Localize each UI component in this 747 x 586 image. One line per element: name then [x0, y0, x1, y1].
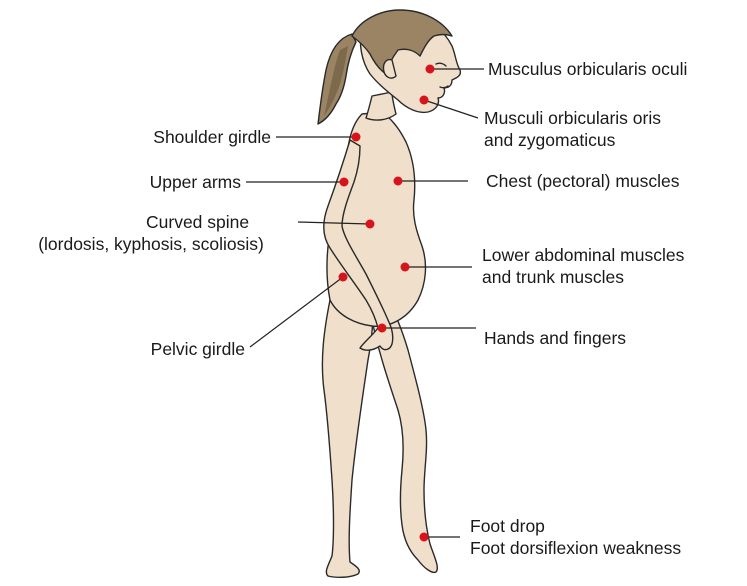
- label-chest: Chest (pectoral) muscles: [486, 170, 680, 192]
- label-shoulder-girdle-text: Shoulder girdle: [153, 127, 271, 147]
- label-pelvic-girdle: Pelvic girdle: [151, 338, 245, 360]
- label-upper-arms-text: Upper arms: [149, 172, 241, 192]
- marker-orbicularis-oculi: [425, 64, 435, 74]
- label-chest-text: Chest (pectoral) muscles: [486, 171, 680, 191]
- label-curved-spine-line1: Curved spine: [146, 212, 250, 232]
- label-shoulder-girdle: Shoulder girdle: [153, 126, 271, 148]
- label-orbicularis-oculi-text: Musculus orbicularis oculi: [488, 59, 688, 79]
- label-hands-fingers-text: Hands and fingers: [484, 328, 627, 348]
- girl-figure: [317, 9, 462, 579]
- marker-foot-drop: [419, 532, 429, 542]
- back-leg: [321, 299, 374, 579]
- marker-pelvic-girdle: [338, 272, 348, 282]
- ear: [382, 58, 397, 79]
- label-lower-abdominal: Lower abdominal muscles and trunk muscle…: [482, 244, 684, 288]
- marker-upper-arms: [339, 177, 349, 187]
- label-foot-drop-line1: Foot drop: [470, 516, 545, 536]
- label-lower-abdominal-line2: and trunk muscles: [482, 267, 625, 287]
- marker-chest: [393, 176, 403, 186]
- label-foot-drop: Foot drop Foot dorsiflexion weakness: [470, 515, 681, 559]
- label-orbicularis-oculi: Musculus orbicularis oculi: [488, 58, 687, 80]
- eye: [435, 62, 447, 67]
- label-pelvic-girdle-text: Pelvic girdle: [150, 339, 245, 359]
- label-curved-spine-line2: (lordosis, kyphosis, scoliosis): [38, 234, 264, 254]
- label-orbicularis-oris-line1: Musculi orbicularis oris: [484, 108, 661, 128]
- label-foot-drop-line2: Foot dorsiflexion weakness: [470, 538, 682, 558]
- leader-orbicularis-oris: [423, 99, 479, 119]
- marker-shoulder-girdle: [351, 132, 361, 142]
- marker-hands-fingers: [377, 323, 387, 333]
- label-lower-abdominal-line1: Lower abdominal muscles: [482, 245, 685, 265]
- leader-pelvic-girdle: [249, 276, 344, 348]
- marker-lower-abdominal: [400, 262, 410, 272]
- neck: [365, 91, 397, 121]
- label-orbicularis-oris: Musculi orbicularis oris and zygomaticus: [484, 107, 661, 151]
- marker-orbicularis-oris: [419, 95, 429, 105]
- label-orbicularis-oris-line2: and zygomaticus: [484, 130, 616, 150]
- label-upper-arms: Upper arms: [150, 171, 241, 193]
- mouth: [439, 85, 449, 89]
- leader-lines: [246, 68, 484, 538]
- label-curved-spine: Curved spine (lordosis, kyphosis, scolio…: [6, 211, 296, 255]
- leader-curved-spine: [297, 221, 371, 225]
- label-hands-fingers: Hands and fingers: [484, 327, 626, 349]
- front-leg: [371, 304, 439, 574]
- hair-top: [351, 9, 453, 75]
- markers: [338, 64, 435, 542]
- arm: [323, 139, 394, 351]
- marker-curved-spine: [365, 219, 375, 229]
- ponytail-shade: [324, 46, 348, 116]
